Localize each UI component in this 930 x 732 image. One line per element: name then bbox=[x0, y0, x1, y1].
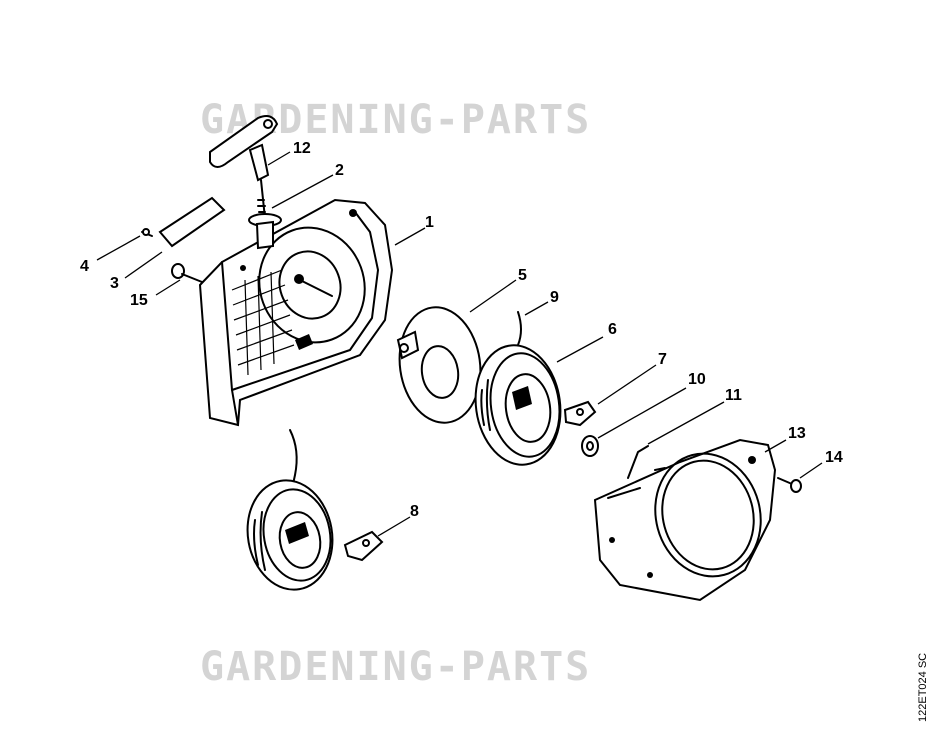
rope-guide-bush-part bbox=[248, 213, 282, 250]
spring-clip-part bbox=[627, 445, 649, 479]
callout-14: 14 bbox=[825, 449, 843, 466]
rope-rotor-part bbox=[474, 344, 562, 466]
callout-7: 7 bbox=[658, 351, 667, 368]
starter-handle-part bbox=[209, 115, 279, 229]
callout-2: 2 bbox=[335, 162, 344, 179]
callout-1: 1 bbox=[425, 214, 434, 231]
callout-12: 12 bbox=[293, 140, 311, 157]
watermark-bottom: GARDENING-PARTS bbox=[200, 644, 591, 690]
callout-8: 8 bbox=[410, 503, 419, 520]
pawl-part bbox=[563, 400, 597, 427]
callout-6: 6 bbox=[608, 321, 617, 338]
reference-code: 122ET024 SC bbox=[917, 653, 929, 722]
callout-3: 3 bbox=[110, 275, 119, 292]
leader-lines bbox=[96, 151, 823, 537]
callout-15: 15 bbox=[130, 292, 148, 309]
lower-pawl-part bbox=[343, 530, 384, 562]
callout-10: 10 bbox=[688, 371, 706, 388]
callout-11: 11 bbox=[725, 387, 742, 404]
cover-screw-part bbox=[777, 477, 802, 493]
callout-5: 5 bbox=[518, 267, 527, 284]
callout-9: 9 bbox=[550, 289, 559, 306]
cover-plate-part bbox=[158, 196, 226, 248]
fan-cover-part bbox=[593, 438, 777, 602]
callout-4: 4 bbox=[80, 258, 89, 275]
housing-screw-part bbox=[171, 263, 203, 283]
callout-13: 13 bbox=[788, 425, 806, 442]
lower-rotor-assembly bbox=[246, 429, 334, 591]
spring-housing-part bbox=[396, 306, 482, 424]
fan-housing-part bbox=[198, 198, 394, 427]
small-screw-part bbox=[141, 228, 153, 237]
washer-part bbox=[581, 435, 599, 457]
